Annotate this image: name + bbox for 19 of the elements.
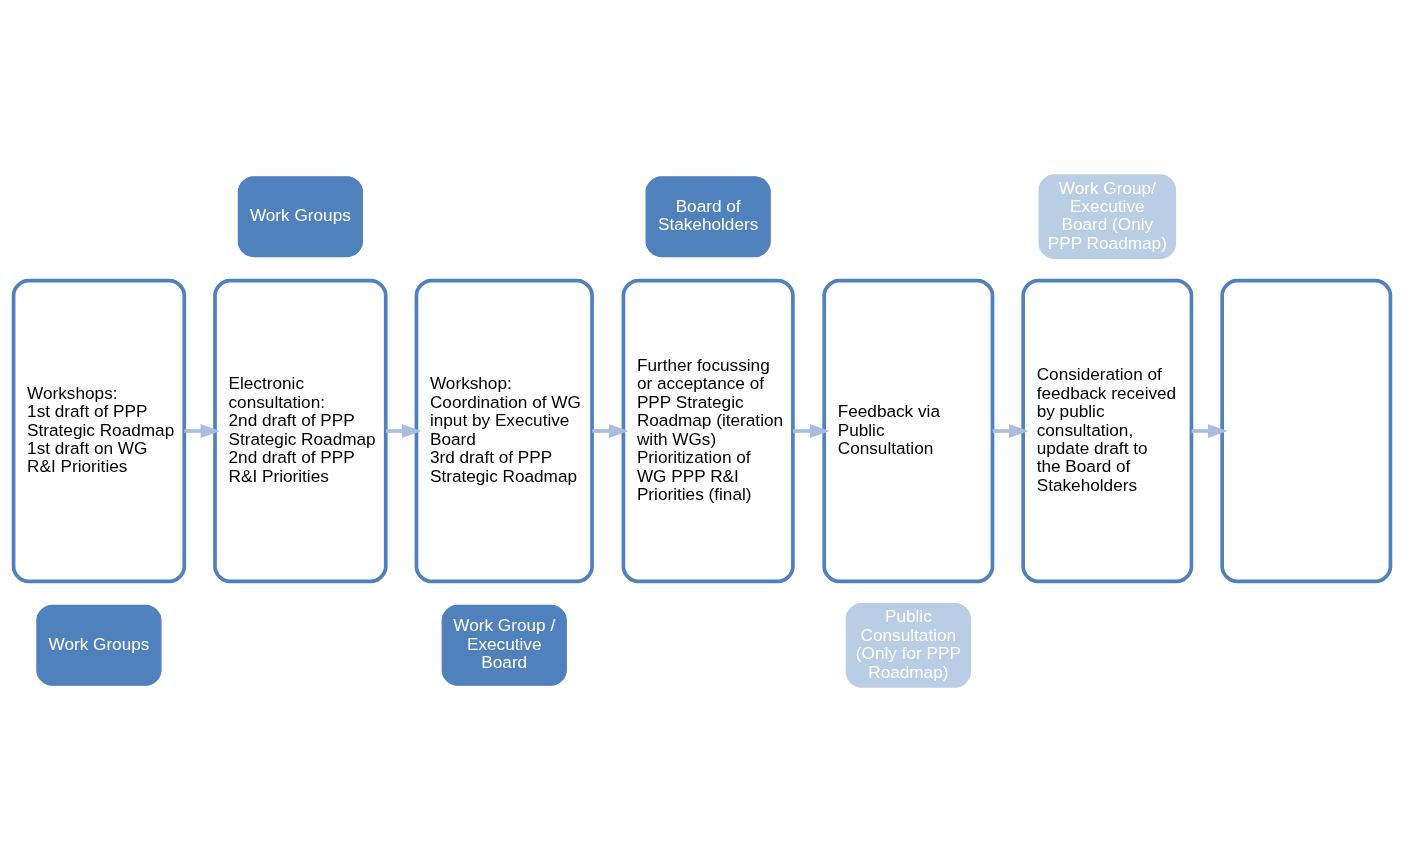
arrow xyxy=(592,423,629,438)
node-box: Work Groups xyxy=(36,604,162,686)
node-box: Work Group/ Executive Board (Only PPP Roadmap) xyxy=(1038,173,1177,259)
node-box: Board of Stakeholders xyxy=(645,175,771,257)
node-box: Workshops: 1st draft of PPP Strategic Roadmap 1st draft on WG R&I Priorities xyxy=(11,278,187,583)
node-box: Public Consultation (Only for PPP Roadmap) xyxy=(845,602,971,688)
node-box: Work Groups xyxy=(237,175,363,257)
arrow xyxy=(793,423,830,438)
arrow xyxy=(992,423,1029,438)
node-box: Feedback via Public Consultation xyxy=(822,278,995,583)
node-box: Work Group / Executive Board xyxy=(441,604,567,686)
node-box: Further focussing or acceptance of PPP Strategic Roadmap (iteration with WGs) Prioritization of WG PPP R&I Priorities (final) xyxy=(621,278,795,583)
arrow xyxy=(1191,423,1228,438)
arrow xyxy=(386,423,422,438)
node-box: Consideration of feedback received by public consultation, update draft to the Board of Stakeholders xyxy=(1021,278,1194,583)
arrow xyxy=(184,423,221,438)
node-box xyxy=(1220,278,1393,583)
node-box: Electronic consultation: 2nd draft of PPP Strategic Roadmap 2nd draft of PPP R&I Priorities xyxy=(213,278,388,583)
node-box: Workshop: Coordination of WG input by Executive Board 3rd draft of PPP Strategic Roadmap xyxy=(414,278,594,583)
